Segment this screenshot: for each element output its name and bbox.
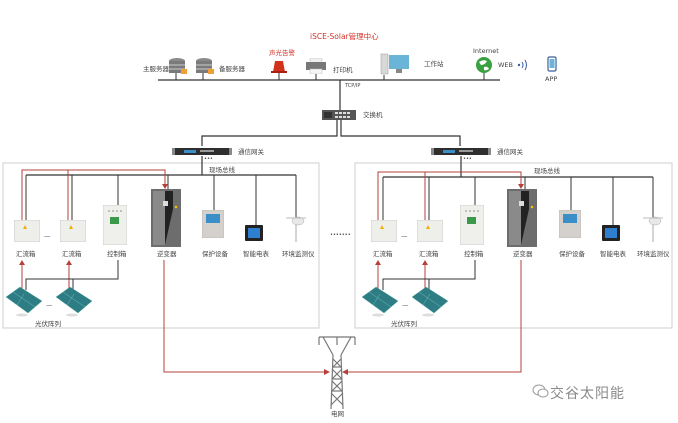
- site-2-combiner-1-label: 汇流箱: [373, 250, 393, 258]
- site-1-smart-meter-icon: [245, 225, 263, 241]
- network-switch-icon: [322, 110, 356, 120]
- power-grid-label: 电网: [331, 410, 344, 418]
- workstation-label: 工作站: [424, 60, 444, 68]
- site-1-dash: —: [44, 232, 51, 240]
- site-1-inverter-label: 逆变器: [157, 250, 177, 258]
- web-label: WEB: [498, 61, 513, 69]
- main-server-icon: [169, 58, 187, 74]
- site-2-env-monitor-label: 环境监测仪: [637, 250, 670, 258]
- site-1-protection-device-icon: [202, 210, 224, 238]
- site-2-inverter-icon: [507, 189, 537, 247]
- management-center-title: iSCE-Solar管理中心: [310, 32, 379, 41]
- site-1-solar-panel-2-icon: [55, 286, 93, 317]
- gateway-1-icon: [172, 148, 232, 155]
- site-2-combiner-1-icon: [371, 220, 397, 242]
- globe-icon: [476, 57, 492, 73]
- backup-server-icon: [196, 58, 214, 74]
- site-2-control-box-icon: [460, 205, 484, 245]
- switch-label: 交换机: [363, 111, 383, 119]
- printer-label: 打印机: [333, 66, 353, 74]
- site-2-inverter-label: 逆变器: [513, 250, 533, 258]
- site-1-control-box-label: 控制箱: [107, 250, 127, 258]
- site-1-border: [2, 162, 320, 329]
- mobile-phone-icon: [547, 56, 557, 72]
- app-label: APP: [545, 75, 558, 83]
- alarm-label: 声光告警: [269, 49, 295, 57]
- site-1-combiner-2-label: 汇流箱: [62, 250, 82, 258]
- site-2-panel-dash: —: [402, 301, 409, 309]
- site-1-weather-station-icon: [286, 216, 306, 242]
- site-1-combiner-2-icon: [60, 220, 86, 242]
- wireless-signal-icon: [517, 59, 527, 71]
- wechat-icon: [532, 384, 549, 398]
- gateway-2-dots: •••: [463, 156, 472, 162]
- site-1-combiner-1-label: 汇流箱: [16, 250, 36, 258]
- site-1-panel-dash: —: [46, 301, 53, 309]
- site-1-solar-panel-1-icon: [5, 286, 43, 317]
- site-1-protection-label: 保护设备: [202, 250, 228, 258]
- site-1-smart-meter-label: 智能电表: [243, 250, 269, 258]
- workstation-icon: [380, 53, 409, 75]
- backup-server-label: 备服务器: [219, 65, 245, 73]
- site-2-pv-array-label: 光伏阵列: [391, 320, 417, 328]
- site-2-combiner-2-label: 汇流箱: [419, 250, 439, 258]
- gateway-2-label: 通信网关: [497, 148, 523, 156]
- site-2-dash: —: [401, 232, 408, 240]
- site-1-fieldbus-label: 现场总线: [209, 166, 235, 174]
- site-2-protection-label: 保护设备: [559, 250, 585, 258]
- site-2-weather-station-icon: [643, 216, 663, 242]
- site-2-protection-device-icon: [559, 210, 581, 238]
- site-1-inverter-icon: [151, 189, 181, 247]
- site-2-combiner-2-icon: [417, 220, 443, 242]
- gateway-1-dots: •••: [204, 156, 213, 162]
- watermark-text: 交谷太阳能: [550, 386, 625, 402]
- site-2-solar-panel-1-icon: [361, 286, 399, 317]
- printer-icon: [306, 58, 326, 74]
- tcpip-label: TCP/IP: [345, 83, 361, 89]
- site-2-border: [354, 162, 673, 329]
- gateway-2-icon: [431, 148, 491, 155]
- site-2-control-box-label: 控制箱: [464, 250, 484, 258]
- internet-label: Internet: [473, 47, 499, 55]
- site-separator-dots: •••••••: [330, 232, 351, 238]
- main-server-label: 主服务器: [143, 65, 169, 73]
- site-1-pv-array-label: 光伏阵列: [35, 320, 61, 328]
- site-1-combiner-1-icon: [14, 220, 40, 242]
- site-2-smart-meter-label: 智能电表: [600, 250, 626, 258]
- site-1-control-box-icon: [103, 205, 127, 245]
- power-grid-tower-icon: [318, 336, 356, 410]
- site-1-env-monitor-label: 环境监测仪: [282, 250, 315, 258]
- site-2-smart-meter-icon: [602, 225, 620, 241]
- site-2-fieldbus-label: 现场总线: [534, 167, 560, 175]
- alarm-light-icon: [271, 61, 287, 73]
- site-2-solar-panel-2-icon: [411, 286, 449, 317]
- gateway-1-label: 通信网关: [238, 148, 264, 156]
